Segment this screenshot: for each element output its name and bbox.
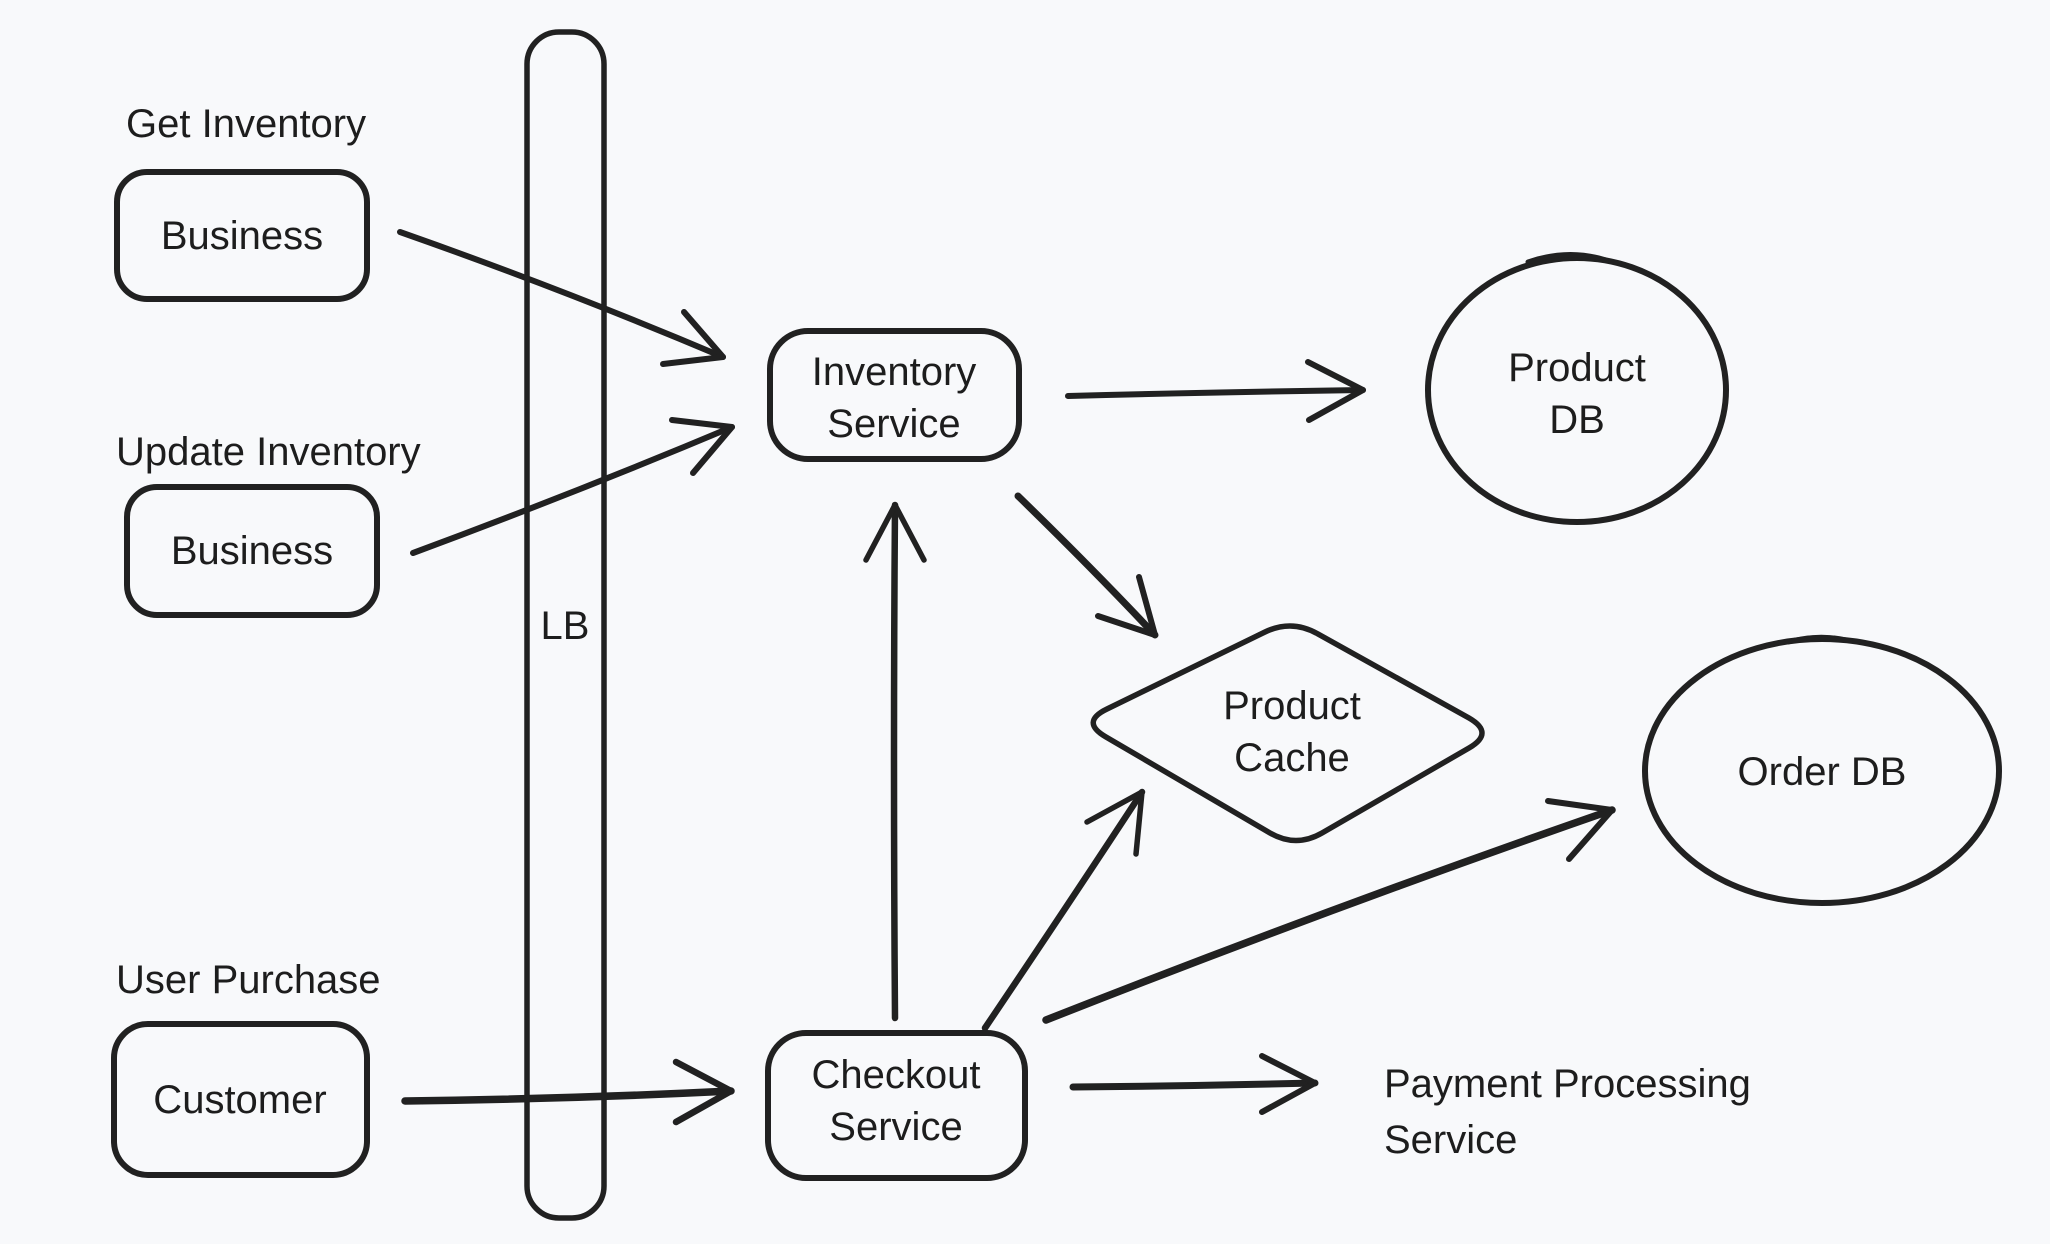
arrow-business-get-to-inventory: [397, 229, 726, 367]
checkout-service-label: Checkout Service: [812, 1049, 981, 1153]
arrow-business-update-to-inventory: [410, 417, 735, 556]
get-inventory-annotation: Get Inventory: [126, 102, 367, 146]
arrow-checkout-to-payment: [1069, 1053, 1319, 1115]
product-db-label: Product DB: [1508, 342, 1646, 446]
load-balancer-bar: [524, 29, 607, 1221]
business-update-label: Business: [170, 529, 334, 573]
arrow-checkout-to-cache: [981, 788, 1146, 1032]
checkout-service-box: [765, 1030, 1028, 1181]
customer-label: Customer: [153, 1078, 327, 1122]
payment-service-line1: Payment Processing: [1384, 1062, 1751, 1106]
update-inventory-annotation: Update Inventory: [116, 430, 421, 474]
payment-service-label: Payment Processing Service: [1384, 1056, 1751, 1168]
arrow-checkout-to-order-db: [1042, 798, 1616, 1024]
payment-service-line2: Service: [1384, 1118, 1518, 1162]
product-cache-line2: Cache: [1234, 736, 1350, 780]
inventory-service-line1: Inventory: [811, 350, 977, 394]
product-db-ellipse: [1425, 255, 1729, 525]
business-get-label: Business: [160, 214, 324, 258]
checkout-service-line2: Service: [829, 1105, 963, 1149]
product-db-line2: DB: [1549, 398, 1605, 442]
product-db-sketch-nib: [1525, 251, 1609, 265]
product-cache-diamond: [1090, 623, 1485, 844]
business-update-box: [124, 484, 380, 618]
order-db-label: Order DB: [1737, 750, 1907, 794]
inventory-service-line2: Service: [827, 402, 961, 446]
arrow-inventory-to-product-db: [1065, 359, 1366, 423]
inventory-service-label: Inventory Service: [812, 346, 977, 450]
product-db-line1: Product: [1508, 346, 1646, 390]
arrow-customer-to-checkout: [401, 1058, 735, 1126]
inventory-service-box: [767, 328, 1022, 462]
customer-box: [111, 1021, 370, 1178]
product-cache-line1: Product: [1223, 684, 1361, 728]
arrow-inventory-to-cache: [1014, 492, 1159, 639]
checkout-service-line1: Checkout: [811, 1053, 981, 1097]
product-cache-label: Product Cache: [1223, 680, 1361, 784]
load-balancer-label: LB: [540, 604, 590, 648]
order-db-sketch-nib: [1785, 634, 1853, 645]
user-purchase-annotation: User Purchase: [116, 958, 381, 1002]
arrow-checkout-to-inventory: [863, 501, 927, 1022]
business-get-box: [114, 169, 370, 302]
